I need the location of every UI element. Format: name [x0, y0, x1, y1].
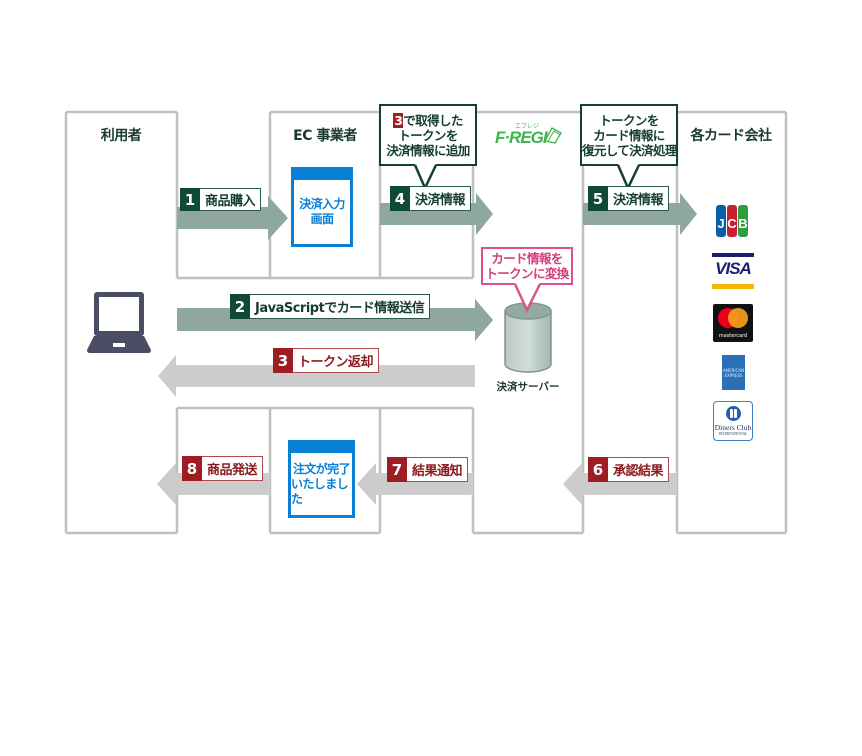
screen-text-line: いたしました	[291, 476, 349, 506]
step-text: JavaScriptでカード情報送信	[250, 294, 431, 319]
callout-line: トークンを	[398, 127, 458, 143]
mastercard-wordmark: mastercard	[718, 333, 748, 339]
server-cylinder-icon	[504, 302, 552, 373]
step-number: 5	[588, 186, 608, 211]
step-text: トークン返却	[293, 348, 380, 373]
diners-wordmark: Diners Club	[714, 423, 752, 432]
amex-text: AMERICAN	[722, 367, 745, 373]
column-title-user: 利用者	[100, 128, 142, 144]
jcb-logo: J C B	[716, 205, 748, 237]
step-3-label: 3 トークン返却	[273, 348, 380, 373]
step-number: 1	[180, 188, 200, 211]
callout-line: 決済情報に追加	[386, 142, 470, 158]
step-8-label: 8 商品発送	[182, 456, 264, 481]
callout-line: 復元して決済処理	[582, 142, 677, 158]
step-text: 承認結果	[608, 457, 670, 482]
step-number: 3	[273, 348, 293, 373]
f-regi-logo: エフレジ F·REGI	[495, 123, 562, 148]
step-text: 結果通知	[407, 457, 469, 482]
ref-step-badge: 3	[393, 112, 404, 128]
card-stack-icon	[544, 127, 562, 144]
jcb-letter: J	[716, 205, 726, 237]
step-text: 決済情報	[608, 186, 670, 211]
column-title-merchant: EC 事業者	[293, 128, 357, 144]
step-number: 7	[387, 457, 407, 482]
callout-text: で取得した	[403, 112, 463, 128]
step-1-label: 1 商品購入	[180, 188, 262, 211]
callout-line: 3で取得した	[381, 112, 475, 128]
step-5-label: 5 決済情報	[588, 186, 670, 211]
server-label: 決済サーバー	[496, 381, 560, 393]
step-4-label: 4 決済情報	[390, 186, 472, 211]
step-6-label: 6 承認結果	[588, 457, 670, 482]
step-text: 決済情報	[410, 186, 472, 211]
jcb-letter: C	[727, 205, 737, 237]
step-number: 8	[182, 456, 202, 481]
callout-line: トークンに変換	[485, 266, 569, 281]
column-title-card-companies: 各カード会社	[690, 128, 773, 144]
callout-restore-token: トークンを カード情報に 復元して決済処理	[580, 104, 678, 166]
callout-add-token: 3で取得した トークンを 決済情報に追加	[379, 104, 477, 166]
step-text: 商品発送	[202, 456, 264, 481]
callout-line: カード情報を	[491, 251, 563, 266]
callout-line: トークンを	[599, 112, 659, 128]
logo-brand-text: F·REGI	[495, 128, 548, 147]
callout-convert-token: カード情報を トークンに変換	[481, 247, 573, 285]
diners-club-logo: Diners Club INTERNATIONAL	[713, 401, 753, 441]
screen-text-line: 決済入力	[299, 197, 345, 211]
laptop-icon	[87, 292, 151, 353]
visa-wordmark: VISA	[715, 259, 752, 278]
visa-logo: VISA	[712, 253, 754, 289]
logo-furigana: エフレジ	[515, 123, 540, 130]
screen-text-line: 画面	[310, 212, 334, 226]
step-7-label: 7 結果通知	[387, 457, 469, 482]
jcb-letter: B	[738, 205, 748, 237]
screen-text-line: 注文が完了	[292, 461, 351, 476]
arrow-step-3	[158, 355, 475, 397]
step-text: 商品購入	[200, 188, 262, 211]
callout-line: カード情報に	[593, 127, 665, 143]
step-number: 2	[230, 294, 250, 319]
step-number: 4	[390, 186, 410, 211]
order-complete-screen: 注文が完了 いたしました	[288, 440, 355, 518]
mastercard-logo: mastercard	[713, 304, 753, 342]
amex-text: EXPRESS	[724, 372, 743, 378]
diners-subtext: INTERNATIONAL	[718, 432, 748, 436]
step-number: 6	[588, 457, 608, 482]
step-2-label: 2 JavaScriptでカード情報送信	[230, 294, 431, 319]
amex-logo: AMERICAN EXPRESS	[722, 355, 745, 390]
payment-input-screen: 決済入力 画面	[291, 167, 353, 247]
